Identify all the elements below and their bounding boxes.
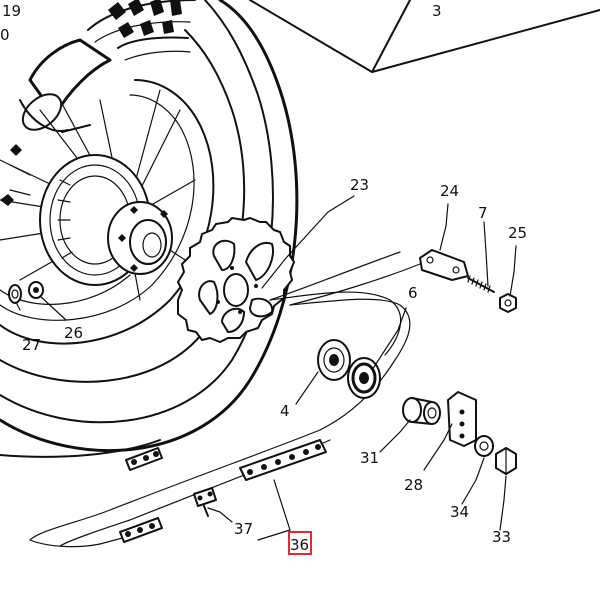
part-34-washer — [474, 435, 494, 457]
callout-23: 23 — [350, 176, 369, 194]
callout-6: 6 — [408, 284, 418, 302]
callout-24: 24 — [440, 182, 459, 200]
callout-33: 33 — [492, 528, 511, 546]
callout-37: 37 — [234, 520, 253, 538]
callout-36: 36 — [290, 536, 309, 554]
swingarm-frame-lines — [249, 0, 600, 73]
callout-34: 34 — [450, 503, 469, 521]
callout-31: 31 — [360, 449, 379, 467]
part-4-bearing — [317, 339, 351, 381]
tire-tread — [87, 0, 196, 61]
rear-sprocket — [177, 217, 295, 343]
chain-link-segment-lower — [119, 517, 163, 543]
callout-labels: 19 0 3 23 24 7 25 6 27 26 4 31 28 34 33 … — [0, 2, 527, 546]
chain-link-segment-left — [125, 447, 163, 471]
callout-28: 28 — [404, 476, 423, 494]
part-33-nut — [495, 447, 517, 475]
part-25-nut — [499, 293, 517, 313]
callout-26: 26 — [64, 324, 83, 342]
callout-25: 25 — [508, 224, 527, 242]
callout-19: 19 — [2, 2, 21, 20]
part-24-bracket — [419, 249, 469, 281]
part-7-adjusting-bolt — [467, 275, 495, 293]
part-37-master-link — [193, 487, 217, 517]
part-26-washer — [28, 281, 44, 299]
leader-lines — [15, 195, 517, 541]
part-27-nut — [8, 284, 22, 304]
drive-chain — [0, 251, 421, 548]
part-28-plate — [447, 391, 477, 447]
wheel-hub — [0, 144, 173, 286]
callout-36-highlighted[interactable]: 36 — [288, 531, 312, 555]
callout-7: 7 — [478, 204, 488, 222]
chain-link-segment-upper — [239, 439, 327, 481]
callout-27: 27 — [22, 336, 41, 354]
callout-4: 4 — [280, 402, 290, 420]
part-6-bearing — [347, 357, 381, 399]
callout-10: 0 — [0, 26, 10, 44]
callout-3: 3 — [432, 2, 442, 20]
fender-tube — [19, 38, 112, 133]
highlight-box — [288, 531, 312, 555]
part-31-collar — [402, 397, 441, 425]
